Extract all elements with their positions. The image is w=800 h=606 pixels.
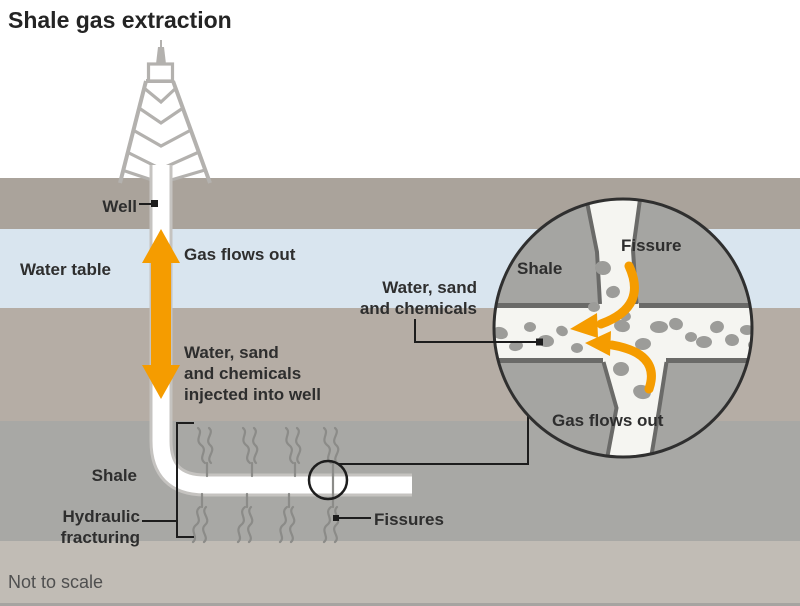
injection-flow-arrow <box>142 229 180 399</box>
inset-gas-flows-out-label: Gas flows out <box>552 411 664 430</box>
inset-water-sand-chemicals-label: Water, sand and chemicals <box>359 278 477 318</box>
sand-grains <box>494 260 752 400</box>
not-to-scale-note: Not to scale <box>8 572 104 592</box>
inset-circle-outline <box>492 197 754 459</box>
hydraulic-bracket <box>176 422 194 538</box>
fissures-leader-line <box>333 515 371 521</box>
water-table-label: Water table <box>20 260 112 279</box>
inset-detail-view <box>494 199 752 457</box>
shale-label: Shale <box>91 466 137 485</box>
watersand-leader-line <box>414 319 543 346</box>
well-leader-line <box>139 200 158 207</box>
fracture-squiggles <box>191 426 340 544</box>
injection-label: Water, sand and chemicals injected into … <box>184 343 321 404</box>
inset-fissure-label: Fissure <box>621 236 682 255</box>
bedrock-layer <box>0 541 800 606</box>
page-title: Shale gas extraction <box>8 7 232 33</box>
well-pipe <box>149 165 412 497</box>
inset-shale-label: Shale <box>517 259 563 278</box>
gas-flow-arrows <box>570 261 656 394</box>
bottom-edge-strip <box>0 603 800 606</box>
well-label: Well <box>102 197 137 216</box>
hydraulic-fracturing-label: Hydraulic fracturing <box>60 507 140 547</box>
fissures-label: Fissures <box>374 510 444 529</box>
magnifier-circle <box>307 416 529 501</box>
drill-rig-icon <box>118 40 212 185</box>
gas-flows-out-label: Gas flows out <box>184 245 296 264</box>
